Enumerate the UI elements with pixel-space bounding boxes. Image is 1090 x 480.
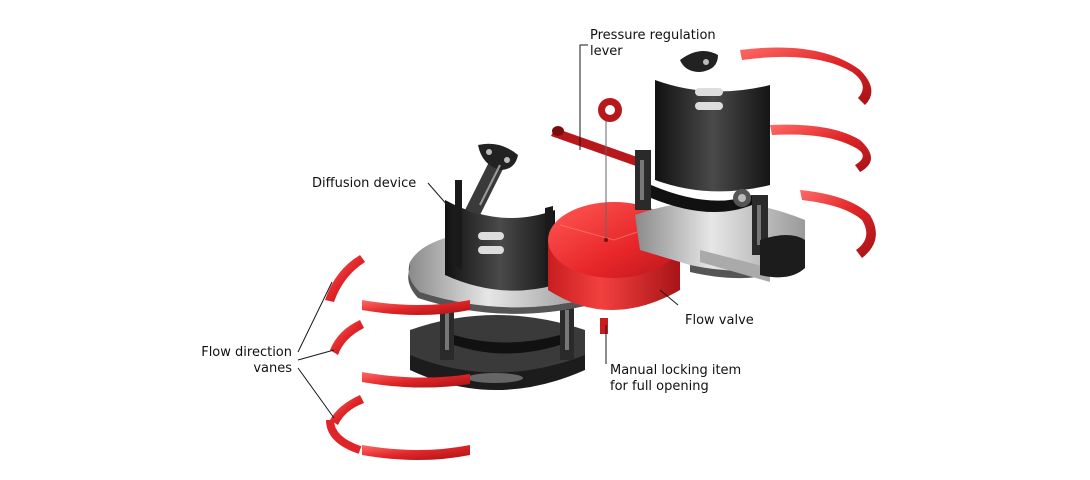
leader-diffusion-device (427, 182, 463, 223)
diffusion-device-arm (465, 143, 518, 215)
label-flow-direction-line2: vanes (253, 361, 292, 376)
vane-right-1 (740, 47, 872, 105)
leader-lines (297, 44, 679, 419)
leader-pressure-lever (579, 44, 588, 150)
label-pressure-regulation-line2: lever (590, 44, 623, 59)
vanes-left (325, 255, 470, 460)
label-flow-direction-line1: Flow direction (201, 345, 292, 360)
vane-left-1a (325, 255, 365, 302)
label-manual-locking-line2: for full opening (610, 379, 709, 394)
leader-flow-valve (659, 289, 679, 306)
right-lower-ring (760, 235, 805, 278)
vane-left-3b (362, 445, 470, 460)
leader-vanes-2 (297, 349, 335, 361)
label-flow-direction-vanes: Flow direction vanes (192, 345, 292, 377)
vane-left-2a (330, 320, 364, 355)
label-manual-locking: Manual locking item for full opening (610, 363, 741, 395)
diffusion-device-shell (445, 180, 555, 291)
vane-right-3 (800, 190, 876, 258)
label-pressure-regulation-line1: Pressure regulation (590, 28, 716, 43)
leader-vanes-3 (297, 367, 335, 419)
label-pressure-regulation: Pressure regulation lever (590, 28, 716, 60)
label-diffusion-device: Diffusion device (312, 176, 417, 191)
vane-left-1b (362, 300, 470, 315)
label-manual-locking-line1: Manual locking item (610, 363, 742, 378)
vane-right-2 (770, 124, 871, 172)
pressure-regulation-lever (551, 98, 640, 242)
vanes-right (740, 47, 876, 258)
leader-vanes-1 (297, 281, 333, 353)
label-flow-valve: Flow valve (685, 313, 754, 328)
left-frame-posts (440, 300, 574, 360)
vane-left-3a (330, 395, 364, 425)
vane-left-2b (362, 372, 470, 388)
